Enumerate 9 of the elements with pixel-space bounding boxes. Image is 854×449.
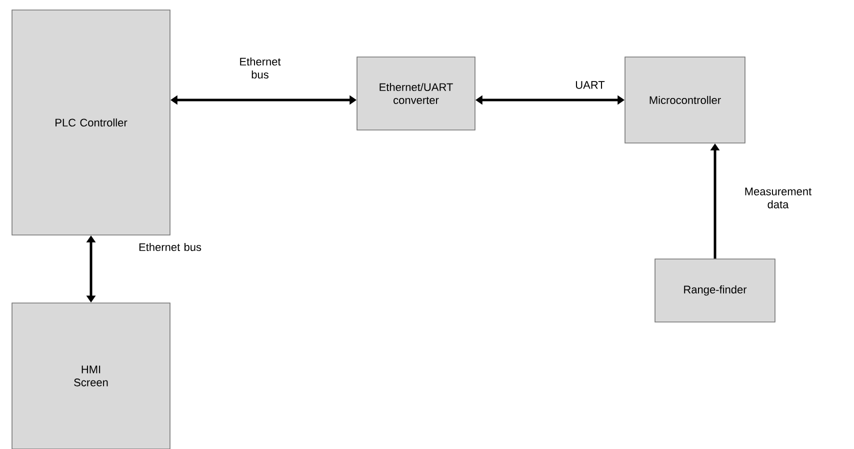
block-box: HMI Screen: [12, 302, 170, 449]
edge-label: Ethernet bus: [240, 57, 281, 79]
block-box: Microcontroller: [624, 56, 746, 144]
edge-label: Measurement data: [745, 188, 812, 208]
edge-label: UART: [576, 81, 605, 89]
block-box: Range-finder: [654, 258, 776, 322]
block-box: PLC Controller: [12, 10, 170, 236]
edge-label: Ethernet bus: [139, 242, 202, 252]
block-box: Ethernet/UART converter: [356, 56, 476, 130]
